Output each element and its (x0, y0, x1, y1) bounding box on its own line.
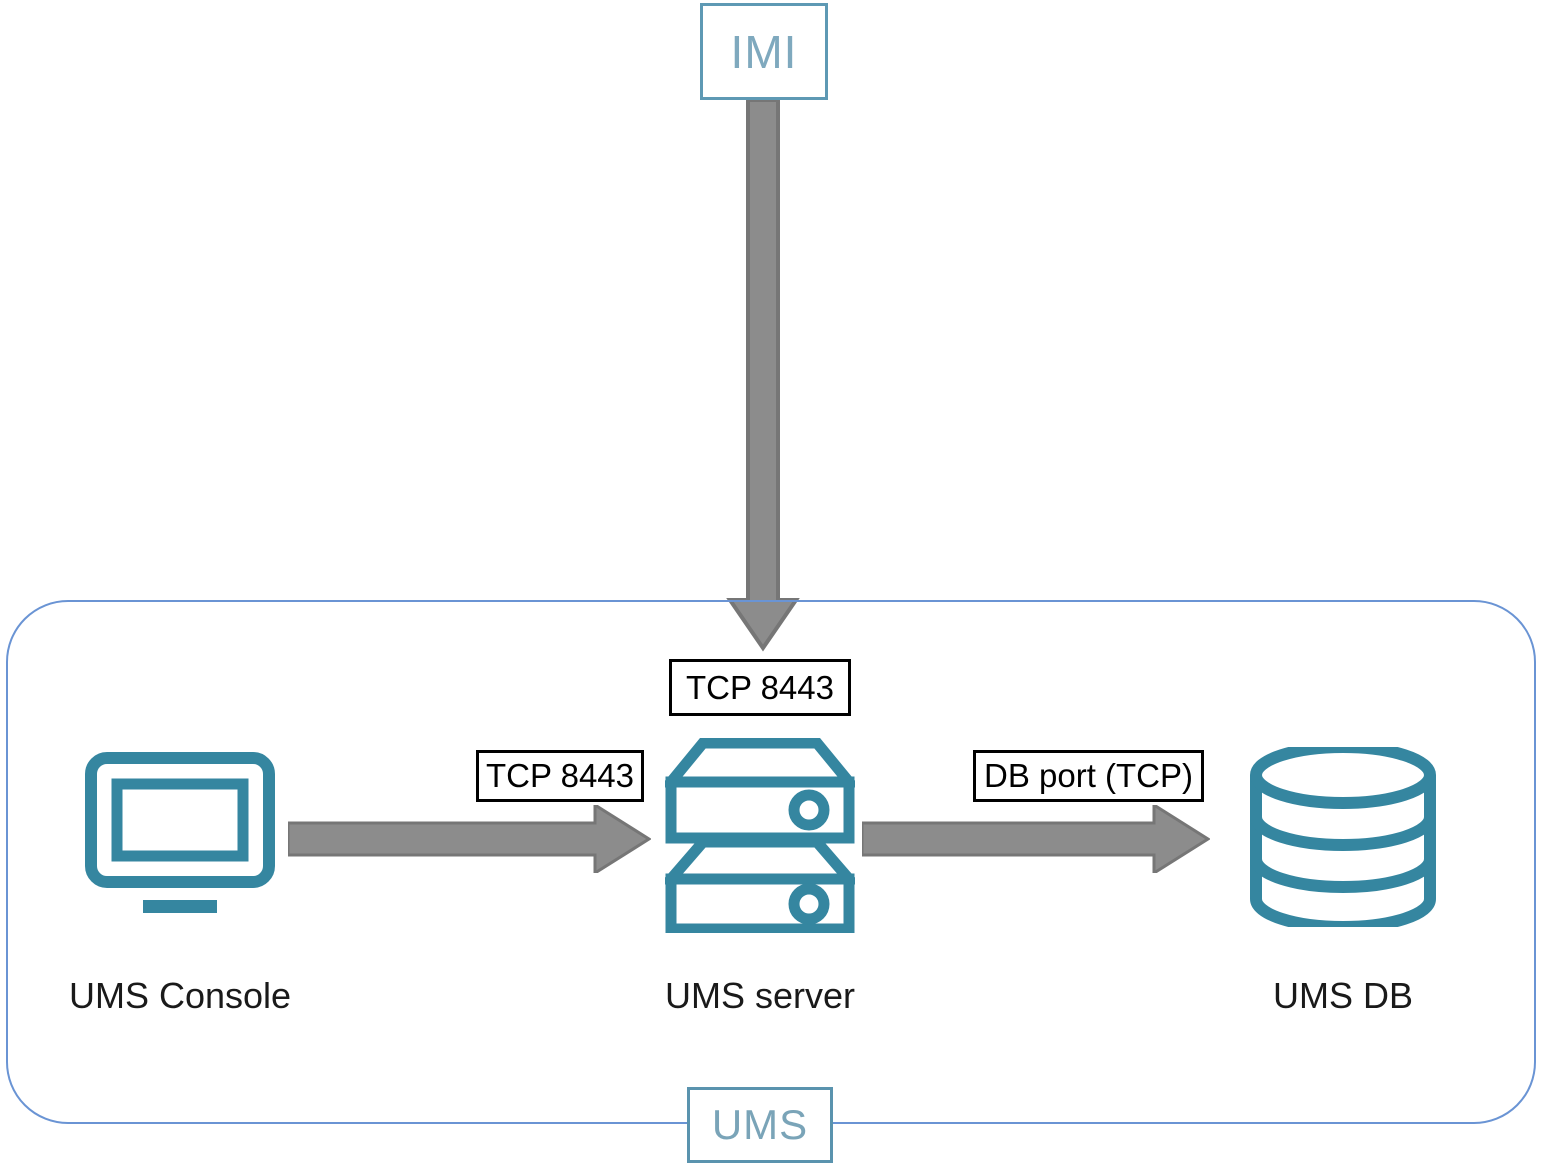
monitor-icon (85, 752, 275, 920)
arrow-imi-to-ums-server (718, 100, 808, 656)
database-cylinder-icon (1248, 747, 1438, 927)
label-imi-tcp-8443-text: TCP 8443 (686, 668, 834, 706)
caption-ums-console: UMS Console (0, 975, 360, 1017)
arrow-server-to-db (862, 805, 1210, 873)
caption-ums-server-text: UMS server (664, 975, 856, 1016)
caption-ums-db: UMS DB (1163, 975, 1523, 1017)
caption-ums-db-text: UMS DB (1272, 975, 1413, 1016)
imi-tag-label: IMI (730, 25, 798, 78)
server-stack-icon (665, 738, 855, 933)
ums-tag-label: UMS (711, 1101, 809, 1148)
label-db-port-tcp: DB port (TCP) (973, 750, 1204, 802)
imi-tag-box: IMI (700, 3, 828, 100)
label-console-tcp-8443: TCP 8443 (476, 750, 644, 802)
caption-ums-console-text: UMS Console (68, 975, 292, 1016)
caption-ums-server: UMS server (580, 975, 940, 1017)
label-imi-tcp-8443: TCP 8443 (669, 659, 851, 716)
label-db-port-tcp-text: DB port (TCP) (983, 757, 1194, 794)
label-console-tcp-8443-text: TCP 8443 (486, 757, 634, 794)
ums-tag-box: UMS (687, 1087, 833, 1163)
arrow-console-to-server (288, 805, 651, 873)
